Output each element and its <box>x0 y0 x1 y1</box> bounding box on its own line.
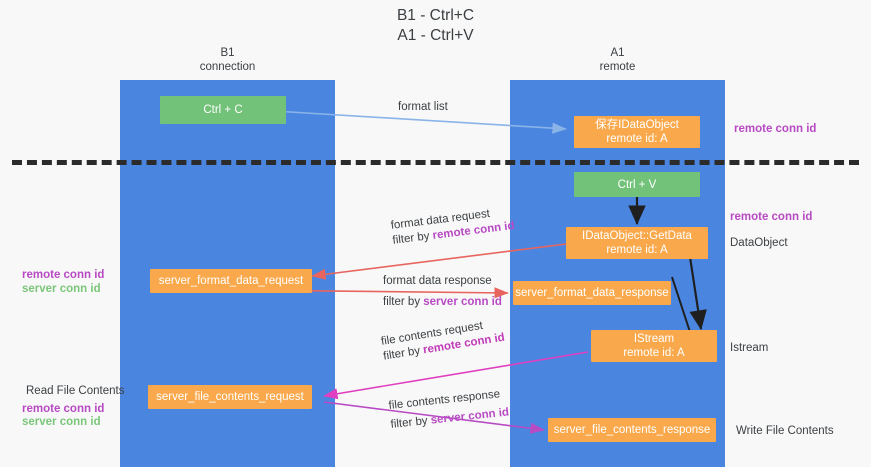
lane-header-b1-sub: connection <box>199 61 256 73</box>
lane-header-a1-name: A1 <box>610 47 625 59</box>
title-line-2: A1 - Ctrl+V <box>397 27 474 44</box>
lane-header-a1: A1 remote <box>510 46 725 74</box>
node-server-format-data-request[interactable]: server_format_data_request <box>150 269 312 293</box>
edge-label-format-data-request: format data request filter by remote con… <box>390 204 515 249</box>
note-remote-conn-id-top: remote conn id <box>734 123 817 135</box>
node-server-format-data-request-label: server_format_data_request <box>158 275 304 287</box>
lane-header-b1-name: B1 <box>220 47 235 59</box>
note-left-remote-conn-id-mid: remote conn id <box>22 269 105 281</box>
edge-label-format-data-response-line1: format data response <box>383 275 492 287</box>
node-istream[interactable]: IStream remote id: A <box>591 330 717 362</box>
node-ctrl-c[interactable]: Ctrl + C <box>160 96 286 124</box>
edge-label-format-list-text: format list <box>398 101 448 113</box>
note-left-server-conn-id-mid: server conn id <box>22 283 101 295</box>
filter-by-prefix: filter by <box>383 296 424 308</box>
edge-label-file-contents-request: file contents request filter by remote c… <box>380 316 506 365</box>
lane-header-a1-sub: remote <box>599 61 636 73</box>
node-server-format-data-response-label: server_format_data_response <box>515 287 669 299</box>
node-server-file-contents-request[interactable]: server_file_contents_request <box>148 385 312 409</box>
node-istream-line2: remote id: A <box>623 347 685 359</box>
node-idataobject-save-line1: 保存IDataObject <box>595 119 679 131</box>
node-getdata-line1: IDataObject::GetData <box>582 230 692 242</box>
node-ctrl-v[interactable]: Ctrl + V <box>574 172 700 197</box>
edge-label-file-contents-response: file contents response filter by server … <box>388 387 510 433</box>
note-read-file-contents: Read File Contents <box>26 385 125 397</box>
node-server-file-contents-response[interactable]: server_file_contents_response <box>548 418 716 442</box>
diagram-title: B1 - Ctrl+C A1 - Ctrl+V <box>0 6 871 46</box>
node-idataobject-save[interactable]: 保存IDataObject remote id: A <box>574 116 700 148</box>
lane-header-b1: B1 connection <box>120 46 335 74</box>
note-dataobject: DataObject <box>730 237 788 249</box>
filter-by-prefix: filter by <box>390 414 432 431</box>
edge-label-format-data-response: format data response filter by server co… <box>383 274 502 310</box>
note-istream: Istream <box>730 342 769 354</box>
note-left-server-conn-id-bottom: server conn id <box>22 416 101 428</box>
node-ctrl-v-label: Ctrl + V <box>617 178 657 191</box>
note-left-remote-conn-id-bottom: remote conn id <box>22 403 105 415</box>
node-istream-line1: IStream <box>633 333 675 345</box>
filter-by-prefix: filter by <box>391 229 434 247</box>
note-write-file-contents: Write File Contents <box>736 425 834 437</box>
filter-key-server-conn-id: server conn id <box>430 406 510 427</box>
node-server-file-contents-request-label: server_file_contents_request <box>156 391 304 403</box>
phase-divider <box>12 160 859 165</box>
node-server-format-data-response[interactable]: server_format_data_response <box>513 281 671 305</box>
node-getdata[interactable]: IDataObject::GetData remote id: A <box>566 227 708 259</box>
edge-label-format-list: format list <box>398 100 448 115</box>
node-idataobject-save-line2: remote id: A <box>606 133 668 145</box>
node-getdata-line2: remote id: A <box>606 244 668 256</box>
title-line-1: B1 - Ctrl+C <box>396 7 475 24</box>
node-ctrl-c-label: Ctrl + C <box>203 104 243 116</box>
node-server-file-contents-response-label: server_file_contents_response <box>553 424 711 436</box>
filter-key-server-conn-id: server conn id <box>423 296 502 308</box>
note-remote-conn-id-mid: remote conn id <box>730 211 813 223</box>
edge-label-format-data-response-line2: filter by server conn id <box>383 295 502 310</box>
